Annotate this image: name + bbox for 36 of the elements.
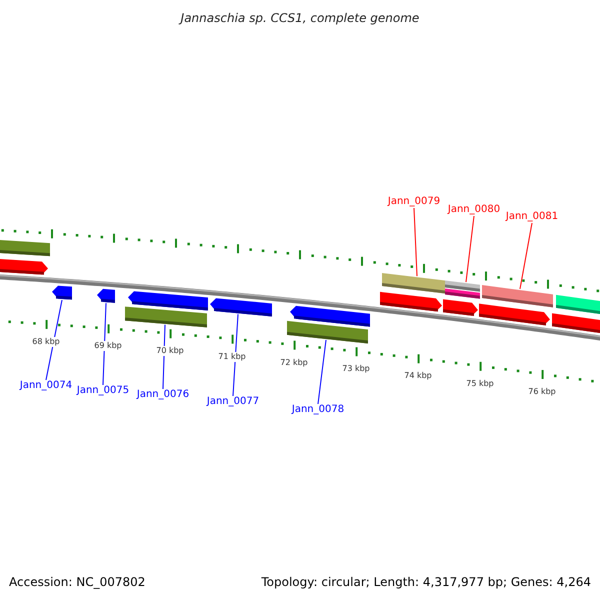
gene-label: Jann_0081 xyxy=(506,212,558,222)
leader-line xyxy=(102,302,106,386)
leader-line xyxy=(414,208,418,277)
scale-label: 73 kbp xyxy=(341,364,371,374)
accession-note: Accession: NC_007802 xyxy=(9,576,146,588)
scale-label: 70 kbp xyxy=(155,346,185,356)
feature-bar xyxy=(382,273,445,294)
leader-line xyxy=(162,324,166,390)
scale-label: 74 kbp xyxy=(403,371,433,382)
diagram-title: Jannaschia sp. CCS1, complete genome xyxy=(180,12,420,24)
gene-label: Jann_0078 xyxy=(292,405,344,415)
scale-label: 75 kbp xyxy=(465,378,495,389)
leader-line xyxy=(46,299,62,380)
gene-feature xyxy=(97,288,115,303)
gene-label: Jann_0075 xyxy=(76,386,130,396)
scale-label: 72 kbp xyxy=(279,358,309,368)
scale-label: 68 kbp xyxy=(31,336,61,347)
gene-label: Jann_0076 xyxy=(136,390,190,400)
gene-label: Jann_0079 xyxy=(388,197,440,207)
leader-line xyxy=(466,216,474,283)
leader-line xyxy=(520,222,532,290)
feature-bar xyxy=(482,285,553,308)
gene-feature xyxy=(210,298,272,316)
scale-label: 76 kbp xyxy=(527,386,557,397)
scale-label: 69 kbp xyxy=(93,341,123,352)
feature-bar xyxy=(287,320,368,344)
gene-label: Jann_0080 xyxy=(448,205,500,215)
feature-bar xyxy=(125,306,207,328)
gene-label: Jann_0074 xyxy=(20,381,72,391)
gene-feature xyxy=(52,286,72,300)
gene-label: Jann_0077 xyxy=(206,397,260,407)
scale-label: 71 kbp xyxy=(217,352,247,362)
leader-line xyxy=(318,339,326,404)
feature-bar xyxy=(445,280,480,292)
genome-summary: Topology: circular; Length: 4,317,977 bp; Genes: 4,264 xyxy=(261,576,591,588)
leader-line xyxy=(232,314,238,396)
